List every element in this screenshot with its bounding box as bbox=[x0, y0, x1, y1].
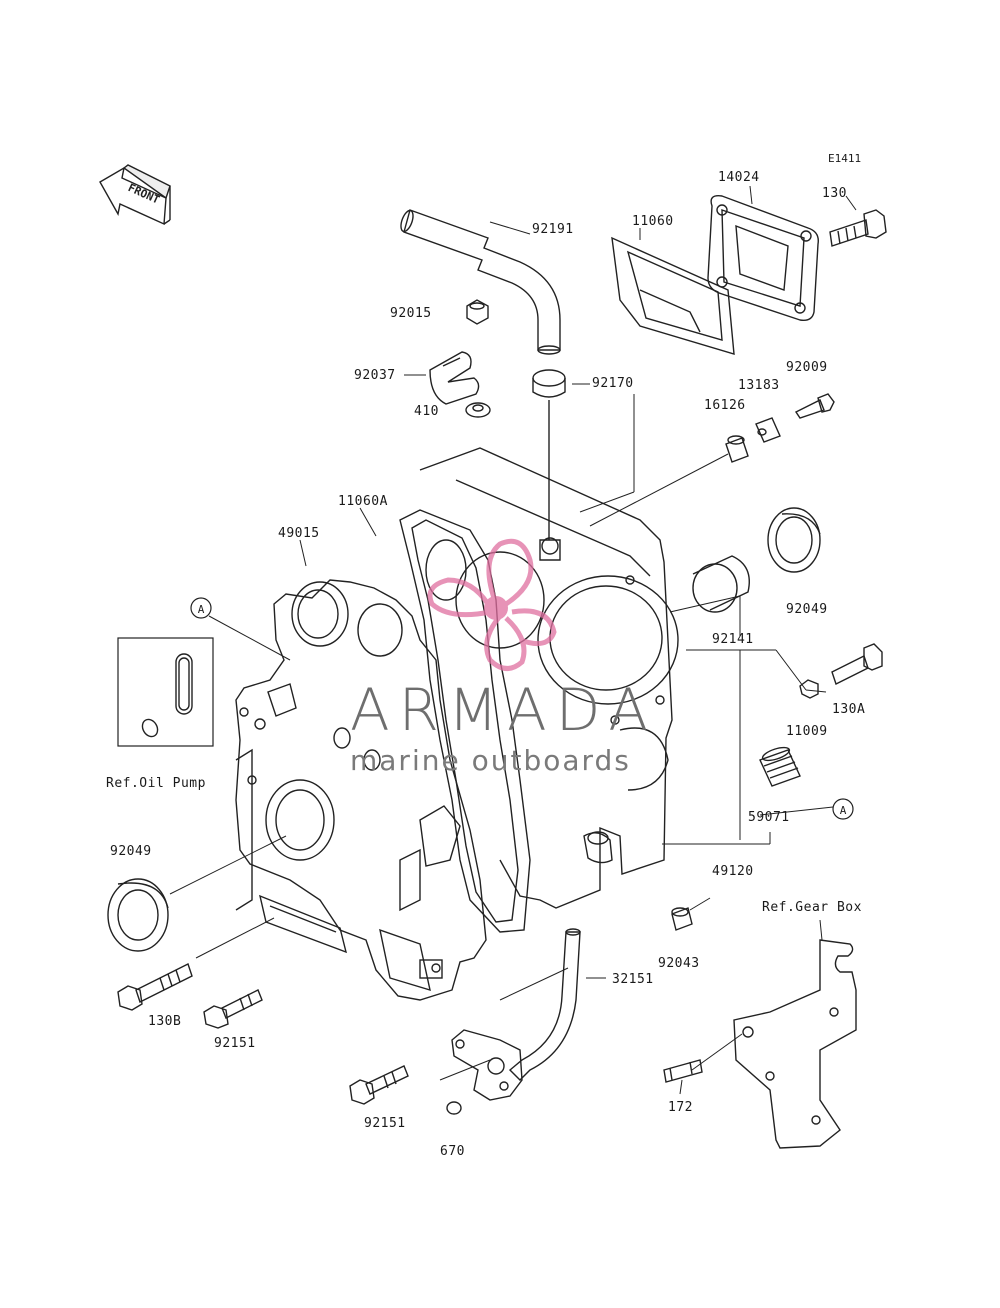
watermark-title: ARMADA bbox=[350, 676, 658, 744]
part-label-92191: 92191 bbox=[532, 222, 574, 237]
part-label-59071: 59071 bbox=[748, 810, 790, 825]
watermark-subtitle: marine outboards bbox=[350, 744, 631, 777]
oil-seal-92049-upper bbox=[767, 507, 821, 573]
part-label-49015: 49015 bbox=[278, 526, 320, 541]
clamp-92037 bbox=[429, 351, 480, 405]
part-label-92049-lower: 92049 bbox=[110, 844, 152, 859]
part-label-130B: 130B bbox=[148, 1014, 182, 1029]
gear-box-bracket bbox=[733, 939, 857, 1149]
part-label-92043: 92043 bbox=[658, 956, 700, 971]
part-label-92170: 92170 bbox=[592, 376, 634, 391]
hose-92191 bbox=[400, 209, 561, 355]
part-label-49120: 49120 bbox=[712, 864, 754, 879]
part-label-410: 410 bbox=[414, 404, 439, 419]
part-label-16126: 16126 bbox=[704, 398, 746, 413]
pin-13183 bbox=[755, 417, 781, 443]
filter-59071 bbox=[759, 746, 801, 787]
part-label-92049-upper: 92049 bbox=[786, 602, 828, 617]
screw-92009 bbox=[794, 393, 835, 419]
part-label-130A: 130A bbox=[832, 702, 866, 717]
clip-92170 bbox=[532, 369, 566, 540]
pin-92043 bbox=[671, 907, 693, 931]
bolt-92151-a bbox=[203, 989, 263, 1029]
bolt-92151-b bbox=[349, 1065, 409, 1105]
bolt-130A bbox=[831, 643, 883, 685]
part-label-13183: 13183 bbox=[738, 378, 780, 393]
nut-92015 bbox=[466, 299, 489, 325]
dowel-16126 bbox=[725, 435, 749, 463]
oil-seal-92049-lower bbox=[107, 878, 169, 952]
part-label-14024: 14024 bbox=[718, 170, 760, 185]
bushing-92141 bbox=[692, 555, 750, 613]
part-label-92151-b: 92151 bbox=[364, 1116, 406, 1131]
callout-a-left: A bbox=[190, 597, 212, 619]
part-label-130: 130 bbox=[822, 186, 847, 201]
gasket-11060 bbox=[611, 236, 735, 355]
ref-oil-pump-label: Ref.Oil Pump bbox=[106, 776, 206, 791]
stud-172 bbox=[663, 1059, 703, 1083]
bolt-130B bbox=[117, 963, 193, 1011]
part-label-172: 172 bbox=[668, 1100, 693, 1115]
leader-lines bbox=[169, 185, 857, 1095]
part-label-32151: 32151 bbox=[612, 972, 654, 987]
washer-410 bbox=[465, 402, 491, 418]
front-arrow-icon: FRONT bbox=[99, 164, 171, 226]
callout-a-right: A bbox=[832, 798, 854, 820]
part-label-92015: 92015 bbox=[390, 306, 432, 321]
o-ring-670 bbox=[446, 1101, 462, 1115]
part-label-670: 670 bbox=[440, 1144, 465, 1159]
washer-11009 bbox=[799, 679, 819, 699]
oil-pump-ref-box bbox=[117, 637, 214, 747]
pipe-32151 bbox=[451, 928, 581, 1101]
svg-text:A: A bbox=[198, 603, 205, 616]
part-label-11060: 11060 bbox=[632, 214, 674, 229]
part-label-11009: 11009 bbox=[786, 724, 828, 739]
part-label-92037: 92037 bbox=[354, 368, 396, 383]
cover-14024 bbox=[707, 195, 819, 322]
bolt-130 bbox=[829, 209, 887, 247]
ref-gear-box-label: Ref.Gear Box bbox=[762, 900, 862, 915]
part-label-92151-a: 92151 bbox=[214, 1036, 256, 1051]
part-label-11060A: 11060A bbox=[338, 494, 388, 509]
part-label-92009: 92009 bbox=[786, 360, 828, 375]
part-label-92141: 92141 bbox=[712, 632, 754, 647]
svg-text:A: A bbox=[840, 804, 847, 817]
armada-logo-icon bbox=[427, 538, 557, 671]
diagram-code: E1411 bbox=[828, 152, 862, 165]
